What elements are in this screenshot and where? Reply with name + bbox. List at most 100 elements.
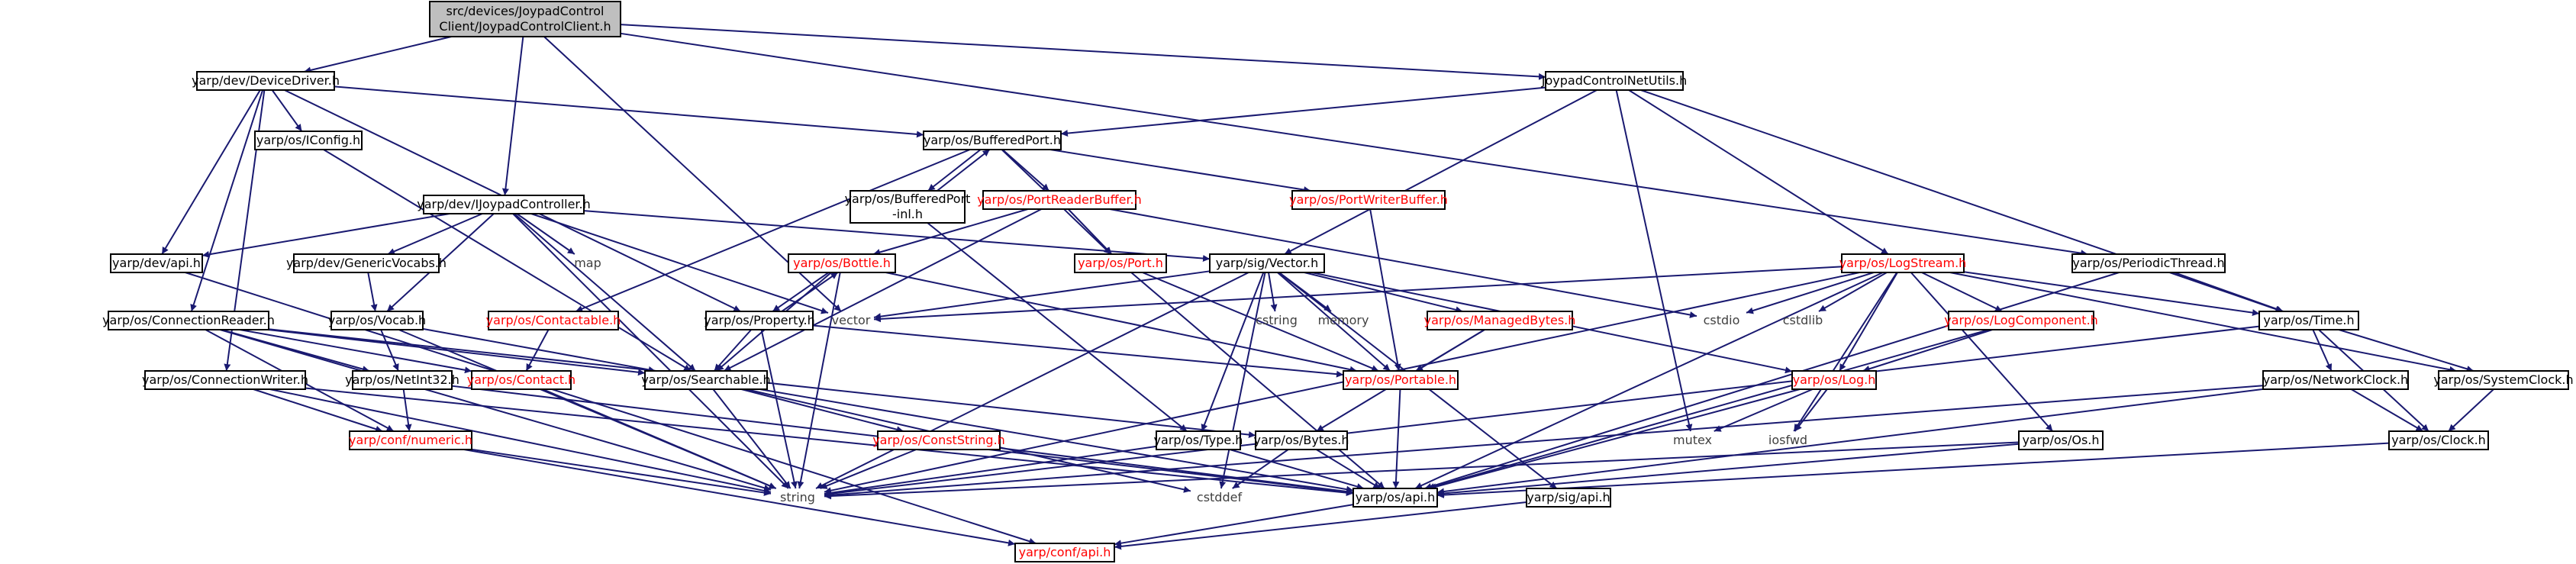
graph-node-bytes[interactable]: yarp/os/Bytes.h	[1253, 430, 1349, 450]
graph-edge-bufport-to-contactable	[575, 149, 971, 312]
graph-edge-logcomponent-to-log	[1862, 329, 1993, 372]
graph-node-label: yarp/os/SystemClock.h	[2433, 372, 2573, 387]
graph-edge-bufportinl-to-type	[927, 222, 1188, 432]
graph-node-sigvector[interactable]: yarp/sig/Vector.h	[1209, 253, 1325, 273]
graph-edge-portwriterbuf-to-portable	[1369, 208, 1401, 372]
graph-node-label: yarp/os/Time.h	[2263, 313, 2354, 327]
graph-node-property[interactable]: yarp/os/Property.h	[704, 311, 815, 330]
graph-node-label: vector	[832, 313, 871, 327]
graph-node-box	[2258, 311, 2359, 330]
graph-node-label: yarp/os/ConstString.h	[872, 433, 1005, 447]
graph-node-clock[interactable]: yarp/os/Clock.h	[2388, 430, 2489, 450]
graph-node-box	[196, 71, 335, 91]
graph-node-time[interactable]: yarp/os/Time.h	[2258, 311, 2359, 330]
graph-node-confnumeric[interactable]: yarp/conf/numeric.h	[349, 430, 472, 450]
graph-node-box	[429, 1, 621, 37]
graph-edge-logstream-to-osapi	[1414, 272, 1884, 489]
graph-node-devdriver[interactable]: yarp/dev/DeviceDriver.h	[192, 71, 340, 91]
graph-node-label: yarp/os/NetworkClock.h	[2263, 372, 2408, 387]
graph-node-log[interactable]: yarp/os/Log.h	[1791, 370, 1877, 390]
graph-edge-ijoypad-to-searchable	[514, 213, 696, 372]
graph-node-jcnetutils[interactable]: JoypadControlNetUtils.h	[1541, 71, 1687, 91]
graph-node-iconfig[interactable]: yarp/os/IConfig.h	[254, 131, 363, 150]
graph-edge-sysclock-to-clock	[2448, 388, 2494, 432]
graph-node-label: yarp/os/Log.h	[1793, 372, 1876, 387]
graph-node-connreader[interactable]: yarp/os/ConnectionReader.h	[102, 311, 275, 330]
graph-node-vocab[interactable]: yarp/os/Vocab.h	[328, 311, 426, 330]
graph-edge-property-to-bottle	[781, 272, 839, 312]
graph-node-conststring[interactable]: yarp/os/ConstString.h	[872, 430, 1005, 450]
graph-node-portwriterbuf[interactable]: yarp/os/PortWriterBuffer.h	[1289, 190, 1448, 210]
graph-node-box	[110, 253, 203, 273]
graph-edge-connreader-to-string	[219, 329, 772, 491]
graph-edge-sigvector-to-portable	[1277, 272, 1391, 372]
graph-edge-sigvector-to-vector	[873, 270, 1211, 321]
graph-node-bufport[interactable]: yarp/os/BufferedPort.h	[923, 131, 1062, 150]
graph-node-label: yarp/os/Searchable.h	[641, 372, 770, 387]
graph-edge-contact-to-string	[542, 388, 777, 489]
graph-node-connwriter[interactable]: yarp/os/ConnectionWriter.h	[142, 370, 308, 390]
graph-node-netint32[interactable]: yarp/os/NetInt32.h	[345, 370, 459, 390]
graph-edge-vocab-to-searchable	[422, 327, 656, 373]
graph-node-label: yarp/os/Type.h	[1154, 433, 1243, 447]
graph-edge-logstream-to-time	[1963, 271, 2260, 317]
graph-edge-logstream-to-string	[824, 272, 1860, 495]
graph-edge-contactable-to-contact	[525, 329, 550, 372]
graph-node-contact[interactable]: yarp/os/Contact.h	[467, 370, 575, 390]
graph-node-sysclock[interactable]: yarp/os/SystemClock.h	[2433, 370, 2574, 390]
graph-node-ijoypad[interactable]: yarp/dev/IJoypadController.h	[417, 195, 591, 214]
graph-node-box	[923, 131, 1062, 150]
graph-node-sigapi[interactable]: yarp/sig/api.h	[1526, 488, 1611, 508]
graph-node-box	[1074, 253, 1167, 273]
graph-node-box	[330, 311, 424, 330]
graph-node-portable[interactable]: yarp/os/Portable.h	[1343, 370, 1459, 390]
graph-node-contactable[interactable]: yarp/os/Contactable.h	[486, 311, 621, 330]
graph-node-label: yarp/os/BufferedPort.h	[924, 133, 1061, 147]
graph-node-box	[254, 131, 363, 150]
graph-edge-root-to-periodic	[620, 32, 2088, 257]
graph-node-box	[1343, 370, 1459, 390]
graph-node-bottle[interactable]: yarp/os/Bottle.h	[788, 253, 896, 273]
graph-node-box	[644, 370, 768, 390]
graph-node-label: yarp/os/Bottle.h	[793, 256, 891, 270]
graph-node-osapi[interactable]: yarp/os/api.h	[1352, 488, 1438, 508]
graph-node-managedbytes[interactable]: yarp/os/ManagedBytes.h	[1424, 311, 1576, 330]
graph-node-portreaderbuf[interactable]: yarp/os/PortReaderBuffer.h	[977, 190, 1142, 210]
graph-edge-portreaderbuf-to-bottle	[872, 208, 1029, 256]
graph-edge-logstream-to-cstdio	[1746, 272, 1875, 314]
graph-edge-bytes-to-osapi	[1316, 449, 1381, 489]
graph-node-label: cstdio	[1704, 313, 1740, 327]
nodes-layer: src/devices/JoypadControlClient/JoypadCo…	[102, 1, 2574, 562]
graph-node-box	[293, 253, 440, 273]
graph-edge-logstream-to-iosfwd	[1793, 272, 1898, 432]
graph-node-iosfwd: iosfwd	[1768, 433, 1807, 447]
graph-edge-bufport-to-portwriterbuf	[1049, 149, 1311, 194]
graph-node-label: cstring	[1256, 313, 1298, 327]
graph-node-periodic[interactable]: yarp/os/PeriodicThread.h	[2071, 253, 2226, 273]
graph-node-confapi[interactable]: yarp/conf/api.h	[1014, 543, 1115, 562]
graph-node-label: -inl.h	[892, 207, 923, 221]
graph-node-cstdio: cstdio	[1704, 313, 1740, 327]
graph-edge-portreaderbuf-to-port	[1067, 208, 1113, 255]
graph-node-logstream[interactable]: yarp/os/LogStream.h	[1839, 253, 1967, 273]
graph-edge-logstream-to-cstdlib	[1818, 272, 1888, 312]
graph-edge-time-to-sysclock	[2338, 329, 2474, 372]
graph-node-type[interactable]: yarp/os/Type.h	[1154, 430, 1243, 450]
graph-node-searchable[interactable]: yarp/os/Searchable.h	[641, 370, 771, 390]
graph-edge-property-to-portable	[812, 324, 1344, 378]
graph-node-netclock[interactable]: yarp/os/NetworkClock.h	[2262, 370, 2409, 390]
graph-node-label: yarp/conf/numeric.h	[349, 433, 472, 447]
graph-node-logcomponent[interactable]: yarp/os/LogComponent.h	[1944, 311, 2098, 330]
graph-node-osh[interactable]: yarp/os/Os.h	[2018, 430, 2104, 450]
graph-node-root[interactable]: src/devices/JoypadControlClient/JoypadCo…	[429, 1, 621, 37]
graph-node-devapi[interactable]: yarp/dev/api.h	[110, 253, 203, 273]
graph-node-port[interactable]: yarp/os/Port.h	[1074, 253, 1167, 273]
graph-node-box	[877, 430, 1001, 450]
graph-edge-type-to-osapi	[1230, 449, 1364, 490]
graph-node-bufportinl[interactable]: yarp/os/BufferedPort-inl.h	[845, 190, 971, 224]
graph-edge-bottle-to-property	[772, 272, 830, 312]
graph-node-genvocabs[interactable]: yarp/dev/GenericVocabs.h	[286, 253, 447, 273]
graph-edge-conststring-to-osapi	[999, 447, 1354, 495]
graph-node-box	[2018, 430, 2104, 450]
graph-node-label: map	[574, 256, 601, 270]
